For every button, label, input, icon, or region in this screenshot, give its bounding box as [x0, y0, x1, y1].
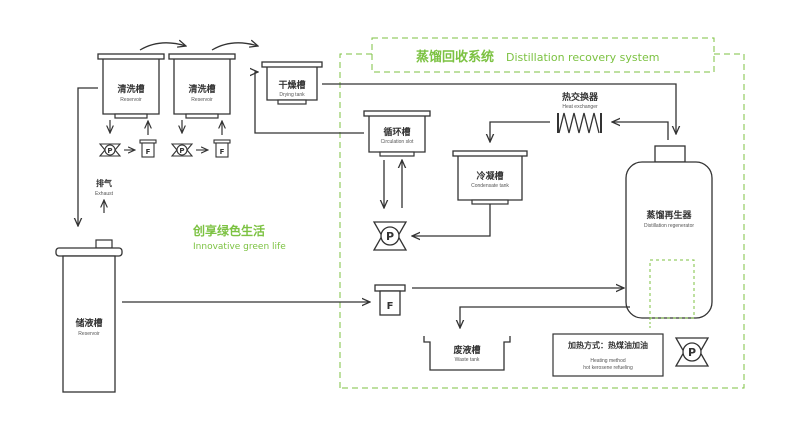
waste-tank-label: 废液槽 — [453, 344, 480, 356]
pump-main: P — [372, 221, 408, 251]
waste-tank-sublabel: Waste tank — [455, 357, 480, 363]
condensate-tank: 冷凝槽 Condensate tank — [452, 150, 528, 205]
circulation-to-drying-line — [255, 72, 364, 134]
wash-tank-2: 清洗槽 Reservoir — [168, 53, 236, 119]
reservoir-tank: 储液槽 Reservoir — [55, 239, 123, 393]
wash-tank-2-sublabel: Reservoir — [191, 97, 213, 103]
exchanger-to-condensate-line — [490, 121, 550, 142]
exhaust-sublabel: Exhaust — [95, 191, 114, 197]
svg-text:P: P — [386, 230, 394, 243]
wash-tank-1-label: 清洗槽 — [117, 83, 144, 95]
circulation-slot-sublabel: Circulation slot — [381, 139, 414, 145]
wash-tank-1-sublabel: Reservoir — [120, 97, 142, 103]
slogan-en: Innovative green life — [193, 242, 286, 252]
waste-inlet-line — [460, 306, 630, 328]
waste-tank: 废液槽 Waste tank — [423, 336, 511, 371]
svg-text:F: F — [220, 148, 225, 156]
filter-wash-2: F — [213, 139, 231, 158]
svg-text:P: P — [179, 147, 184, 155]
heat-exchanger: 热交换器 Heat exchanger — [557, 91, 602, 134]
wash-tank-1: 清洗槽 Reservoir — [97, 53, 165, 119]
distillation-system-boundary — [339, 37, 745, 389]
condensate-tank-label: 冷凝槽 — [476, 170, 503, 182]
exhaust-line — [78, 87, 98, 226]
distillation-regenerator: 蒸馏再生器 Distillation regenerator — [625, 145, 713, 319]
svg-text:P: P — [688, 346, 696, 359]
transfer-arrow-1 — [139, 43, 186, 51]
circulation-slot: 循环槽 Circulation slot — [363, 110, 431, 157]
reservoir-label: 储液槽 — [75, 317, 102, 329]
heating-method-sublabel-1: Heating method — [590, 358, 626, 364]
regenerator-label: 蒸馏再生器 — [646, 209, 692, 221]
wash-2-outlet — [182, 120, 222, 135]
regenerator-to-exchanger-line — [612, 122, 669, 140]
svg-text:F: F — [146, 148, 151, 156]
regenerator-sublabel: Distillation regenerator — [644, 223, 694, 229]
system-title-zh: 蒸馏回收系统 — [416, 49, 494, 65]
pump-wash-2: P — [170, 143, 194, 157]
condensate-tank-sublabel: Condensate tank — [471, 183, 509, 189]
wash-tank-2-label: 清洗槽 — [188, 83, 215, 95]
heat-exchanger-label: 热交换器 — [562, 91, 599, 103]
svg-text:P: P — [107, 147, 112, 155]
heat-exchanger-sublabel: Heat exchanger — [562, 104, 598, 110]
heating-method-label: 加热方式：热煤油加油 — [567, 340, 648, 350]
exhaust-label: 排气 — [96, 178, 112, 188]
svg-text:F: F — [387, 301, 394, 312]
pump-wash-1: P — [98, 143, 122, 157]
filter-main: F — [374, 284, 406, 316]
filter-wash-1: F — [139, 139, 157, 158]
system-title-en: Distillation recovery system — [506, 51, 659, 64]
drying-tank-sublabel: Drying tank — [279, 92, 305, 98]
circulation-slot-label: 循环槽 — [383, 126, 410, 138]
slogan-zh: 创享绿色生活 — [192, 223, 265, 238]
drying-to-regenerator-line — [322, 83, 676, 134]
drying-tank: 干燥槽 Drying tank — [261, 61, 323, 105]
drying-tank-label: 干燥槽 — [278, 79, 305, 91]
reservoir-sublabel: Reservoir — [78, 331, 100, 337]
pump-regenerator: P — [674, 337, 710, 367]
condensate-to-pump-line — [412, 204, 491, 236]
heating-method-sublabel-2: hot kerosene refueling — [583, 365, 633, 371]
wash-1-outlet — [110, 120, 148, 135]
heating-method-box: 加热方式：热煤油加油 Heating method hot kerosene r… — [552, 333, 664, 377]
transfer-arrow-2 — [211, 43, 258, 51]
